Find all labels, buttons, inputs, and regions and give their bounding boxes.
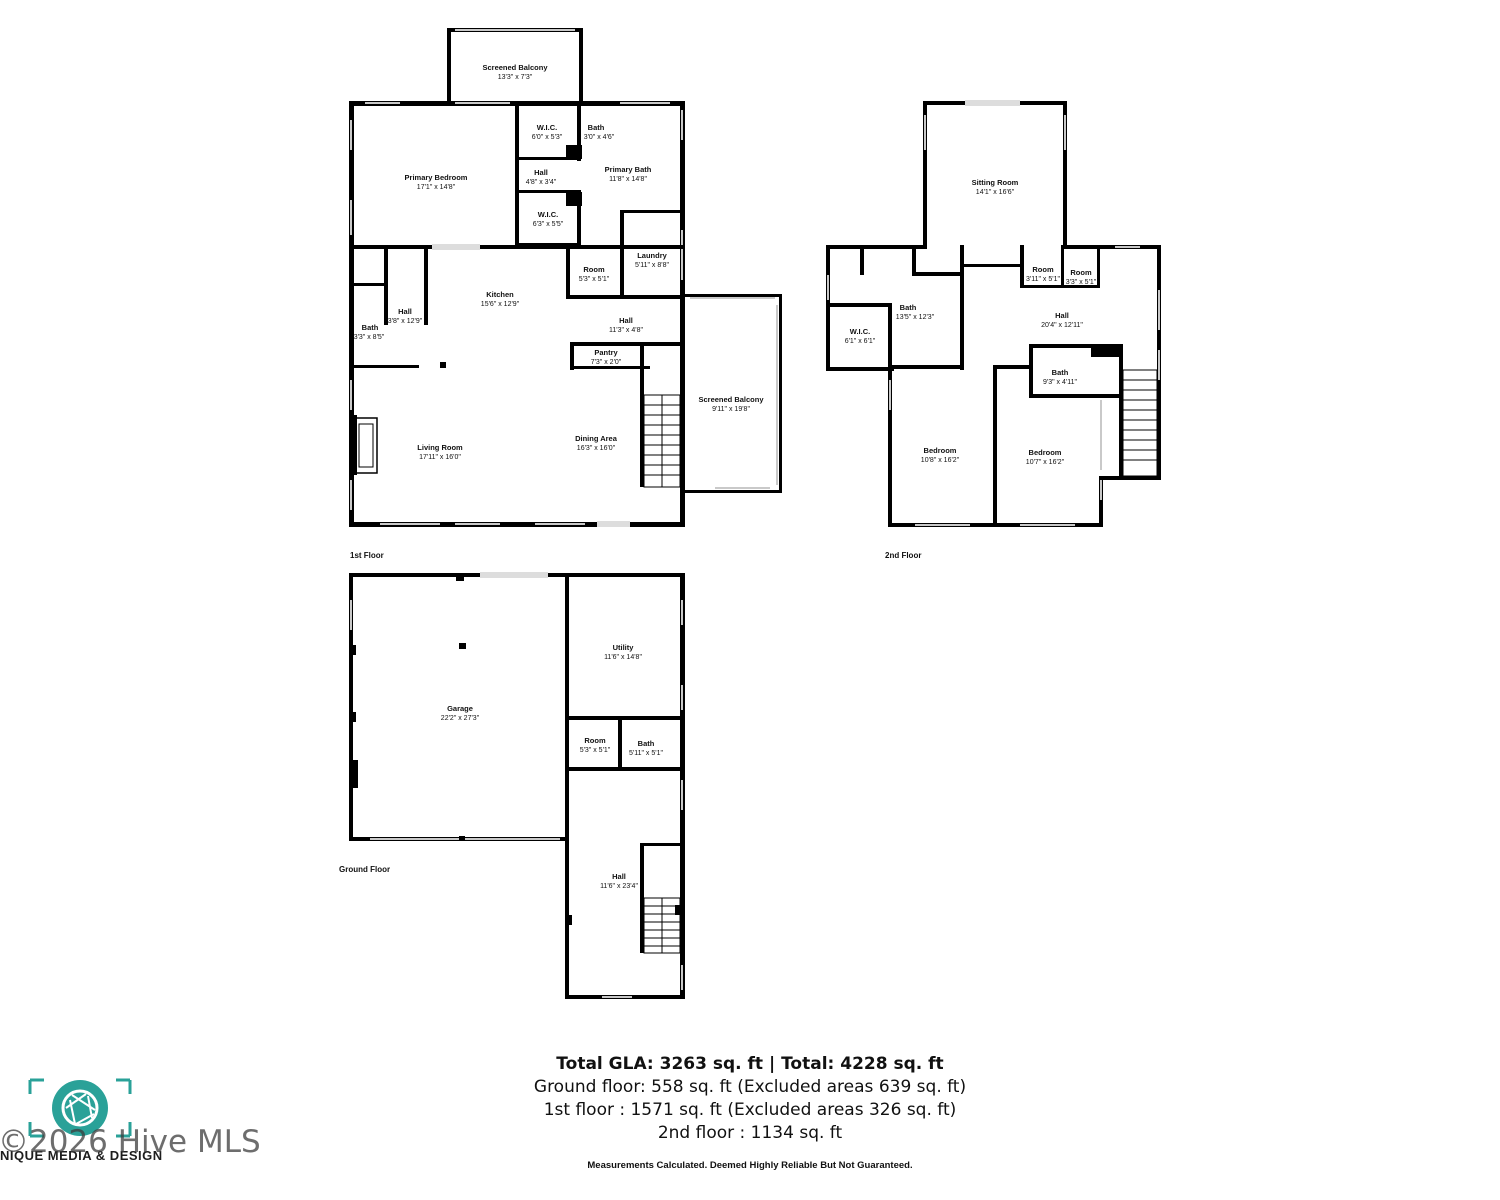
room-name: W.I.C. (850, 327, 870, 336)
room-name: Utility (613, 643, 635, 652)
stairs-ground-floor (643, 897, 681, 954)
room-name: W.I.C. (538, 210, 558, 219)
room-dims: 11'6" x 14'8" (604, 654, 642, 661)
screened-balcony-top-walls (447, 28, 583, 104)
room-name: W.I.C. (537, 123, 557, 132)
room-name: Bath (588, 123, 605, 132)
room-name: Primary Bath (605, 165, 652, 174)
room-dims: 13'5" x 12'3" (896, 314, 935, 321)
room-name: Bedroom (1029, 448, 1062, 457)
ground-floor-room-labels: Garage 22'2" x 27'3" Utility 11'6" x 14'… (339, 643, 664, 890)
room-name: Screened Balcony (482, 63, 548, 72)
screened-balcony-side-walls (682, 294, 782, 493)
floor-label-first: 1st Floor (350, 551, 384, 560)
second-floor-interior-walls (826, 245, 1123, 525)
logo-text: NIQUE MEDIA & DESIGN (0, 1148, 163, 1163)
room-dims: 17'11" x 16'0" (419, 454, 461, 461)
room-name: Sitting Room (972, 178, 1019, 187)
second-floor-area: 2nd floor : 1134 sq. ft (657, 1123, 843, 1143)
ground-floor-outer-walls (349, 572, 685, 999)
room-dims: 14'1" x 16'6" (976, 189, 1015, 196)
room-name: Hall (534, 168, 548, 177)
room-name: Hall (398, 307, 412, 316)
first-floor-interior-walls (349, 101, 685, 487)
room-name: Hall (612, 872, 626, 881)
room-dims: 6'0" x 5'3" (532, 134, 563, 141)
room-name: Room (1032, 265, 1054, 274)
room-dims: 5'3" x 5'1" (579, 276, 610, 283)
room-name: Screened Balcony (698, 395, 764, 404)
room-name: Living Room (417, 443, 463, 452)
room-dims: 17'1" x 14'8" (417, 184, 456, 191)
room-name: Dining Area (575, 434, 618, 443)
room-dims: 11'8" x 14'8" (609, 176, 647, 183)
first-floor-area: 1st floor : 1571 sq. ft (Excluded areas … (543, 1100, 957, 1120)
disclaimer: Measurements Calculated. Deemed Highly R… (587, 1160, 913, 1171)
room-name: Laundry (637, 251, 667, 260)
room-dims: 5'3" x 5'1" (580, 747, 611, 754)
room-dims: 6'3" x 5'5" (533, 221, 564, 228)
room-dims: 10'8" x 16'2" (921, 457, 960, 464)
room-dims: 9'3" x 4'11" (1043, 379, 1077, 386)
room-dims: 5'11" x 5'1" (629, 750, 663, 757)
room-name: Bath (638, 739, 655, 748)
room-dims: 3'11" x 5'1" (1026, 276, 1060, 283)
room-dims: 20'4" x 12'11" (1041, 322, 1083, 329)
stairs-second-floor (1122, 369, 1158, 477)
room-name: Hall (1055, 311, 1069, 320)
room-dims: 6'1" x 6'1" (845, 338, 876, 345)
room-name: Garage (447, 704, 473, 713)
ground-floor-interior-walls (349, 575, 685, 953)
room-dims: 3'3" x 8'5" (354, 334, 385, 341)
total-area-summary: Total GLA: 3263 sq. ft | Total: 4228 sq.… (556, 1054, 944, 1074)
room-name: Bedroom (924, 446, 957, 455)
room-dims: 5'11" x 8'8" (635, 262, 669, 269)
room-dims: 22'2" x 27'3" (441, 715, 480, 722)
room-dims: 4'8" x 3'4" (526, 179, 557, 186)
room-dims: 3'0" x 4'6" (584, 134, 615, 141)
second-floor-room-labels: Sitting Room 14'1" x 16'6" Room 3'11" x … (845, 178, 1097, 560)
room-dims: 7'3" x 2'0" (591, 359, 622, 366)
room-name: Hall (619, 316, 633, 325)
room-dims: 16'3" x 16'0" (577, 445, 616, 452)
room-name: Bath (1052, 368, 1069, 377)
floor-label-second: 2nd Floor (885, 551, 921, 560)
first-floor-plan (349, 28, 782, 527)
stairs-first-floor (643, 394, 681, 488)
camera-aperture-icon (28, 1078, 132, 1138)
first-floor-room-labels: Screened Balcony 13'3" x 7'3" Primary Be… (350, 63, 764, 560)
room-name: Bath (900, 303, 917, 312)
room-name: Room (1070, 268, 1092, 277)
room-dims: 3'3" x 5'1" (1066, 279, 1097, 286)
room-name: Room (584, 736, 606, 745)
watermark: ©2026 Hive MLS (0, 1124, 261, 1160)
room-name: Pantry (594, 348, 618, 357)
floor-label-ground: Ground Floor (339, 865, 390, 874)
room-dims: 11'6" x 23'4" (600, 883, 638, 890)
room-dims: 3'8" x 12'9" (388, 318, 423, 325)
room-name: Primary Bedroom (405, 173, 468, 182)
room-name: Kitchen (486, 290, 514, 299)
room-dims: 11'3" x 4'8" (609, 327, 643, 334)
room-dims: 15'6" x 12'9" (481, 301, 520, 308)
sitting-room-walls (923, 100, 1067, 249)
ground-floor-plan (349, 572, 685, 999)
room-dims: 13'3" x 7'3" (498, 74, 533, 81)
ground-floor-area: Ground floor: 558 sq. ft (Excluded areas… (533, 1077, 967, 1097)
room-name: Room (583, 265, 605, 274)
fireplace-icon (354, 417, 378, 474)
room-name: Bath (362, 323, 379, 332)
second-floor-plan (826, 100, 1161, 527)
room-dims: 9'11" x 19'8" (712, 406, 750, 413)
room-dims: 10'7" x 16'2" (1026, 459, 1065, 466)
